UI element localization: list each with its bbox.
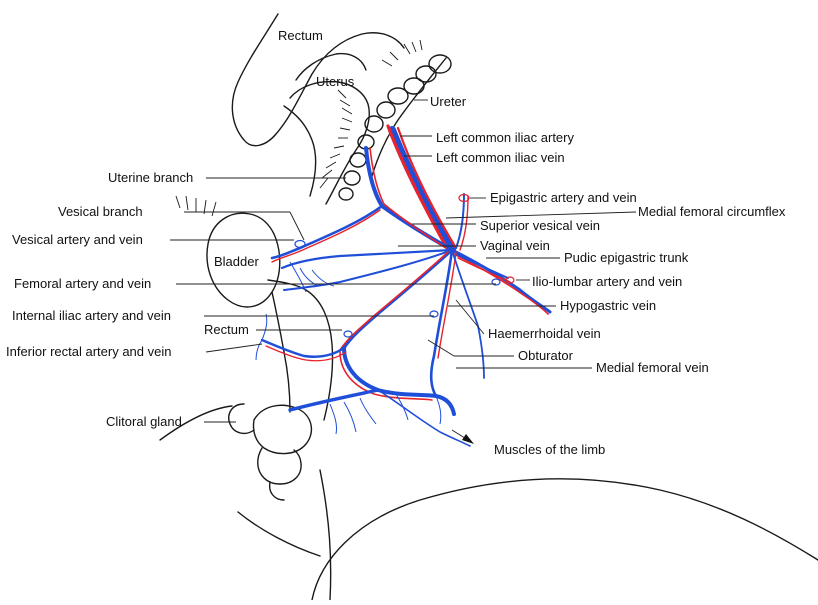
- pudic-epigastric-artery: [453, 253, 549, 315]
- label-vesical-branch: Vesical branch: [58, 204, 143, 219]
- obturator-loop-vein: [342, 346, 456, 416]
- clitoral-gland-outline: [228, 403, 313, 501]
- minor-vessel-twigs: [255, 261, 442, 435]
- label-uterine-branch: Uterine branch: [108, 170, 193, 185]
- left-common-iliac-vein: [388, 126, 456, 254]
- left-common-iliac-artery-b: [396, 126, 458, 250]
- label-inferior-rectal: Inferior rectal artery and vein: [6, 344, 171, 359]
- femoral-vein: [283, 249, 453, 291]
- label-internal-iliac: Internal iliac artery and vein: [12, 308, 171, 323]
- vessels: [255, 124, 552, 447]
- pelvic-floor-curve: [159, 405, 233, 441]
- vaginal-vein: [280, 248, 454, 270]
- superior-vesical-vessel: [270, 204, 384, 260]
- internal-iliac-artery: [339, 251, 449, 351]
- labels: Rectum Uterus Ureter Left common iliac a…: [6, 28, 786, 457]
- rectum-outline: [231, 13, 405, 147]
- inferior-rectal-artery: [265, 345, 347, 362]
- obturator-loop-artery: [339, 351, 433, 401]
- vagina-outline: [267, 279, 334, 421]
- leader-lines: [170, 99, 637, 444]
- inferior-rectal-vein: [260, 338, 346, 358]
- uterus-outline: [289, 80, 370, 205]
- tail-outline: [237, 511, 321, 557]
- label-medial-femoral-circumflex: Medial femoral circumflex: [638, 204, 786, 219]
- label-hypogastric-vein: Hypogastric vein: [560, 298, 656, 313]
- hypogastric-vein: [429, 248, 454, 398]
- ilio-lumbar-vein: [455, 253, 509, 279]
- label-vesical-artery-vein: Vesical artery and vein: [12, 232, 143, 247]
- limb-outline-lower: [319, 469, 332, 601]
- label-haemerrhoidal-vein: Haemerrhoidal vein: [488, 326, 601, 341]
- label-superior-vesical-vein: Superior vesical vein: [480, 218, 600, 233]
- limb-branch: [377, 389, 471, 447]
- mesentery-hatching: [175, 39, 423, 217]
- haemerrhoidal-vein: [451, 249, 485, 379]
- bladder-neck: [271, 291, 285, 353]
- ilio-lumbar-artery: [457, 257, 511, 283]
- label-uterus: Uterus: [316, 74, 355, 89]
- label-left-common-iliac-artery: Left common iliac artery: [436, 130, 574, 145]
- label-medial-femoral-vein: Medial femoral vein: [596, 360, 709, 375]
- label-ilio-lumbar: Ilio-lumbar artery and vein: [532, 274, 682, 289]
- label-clitoral-gland: Clitoral gland: [106, 414, 182, 429]
- label-rectum-top: Rectum: [278, 28, 323, 43]
- left-common-iliac-artery: [386, 124, 450, 252]
- label-pudic-epigastric-trunk: Pudic epigastric trunk: [564, 250, 689, 265]
- anatomy-outlines: [159, 13, 818, 601]
- label-obturator: Obturator: [518, 348, 574, 363]
- internal-iliac-vein: [342, 248, 454, 350]
- rectum-inner-outline: [295, 52, 367, 81]
- bladder-outline: [206, 212, 281, 308]
- label-rectum-mid: Rectum: [204, 322, 249, 337]
- vessel-cross-sections: [294, 193, 515, 338]
- hypogastric-artery: [437, 251, 457, 359]
- label-muscles-of-limb: Muscles of the limb: [494, 442, 605, 457]
- muscles-limb-arrowhead: [462, 434, 474, 444]
- vestibule-inner: [283, 351, 291, 413]
- epigastric-vein: [455, 193, 465, 249]
- uterine-branch-artery: [369, 147, 447, 249]
- label-ureter: Ureter: [430, 94, 467, 109]
- ureter-outline: [371, 57, 447, 177]
- superior-vesical-artery: [271, 209, 381, 263]
- uterus-left-wall: [283, 105, 317, 197]
- label-epigastric-artery-vein: Epigastric artery and vein: [490, 190, 637, 205]
- label-left-common-iliac-vein: Left common iliac vein: [436, 150, 565, 165]
- label-bladder: Bladder: [214, 254, 259, 269]
- label-femoral-artery-vein: Femoral artery and vein: [14, 276, 151, 291]
- muscles-limb-vein: [288, 388, 380, 412]
- limb-outline-right: [311, 478, 818, 601]
- label-vaginal-vein: Vaginal vein: [480, 238, 550, 253]
